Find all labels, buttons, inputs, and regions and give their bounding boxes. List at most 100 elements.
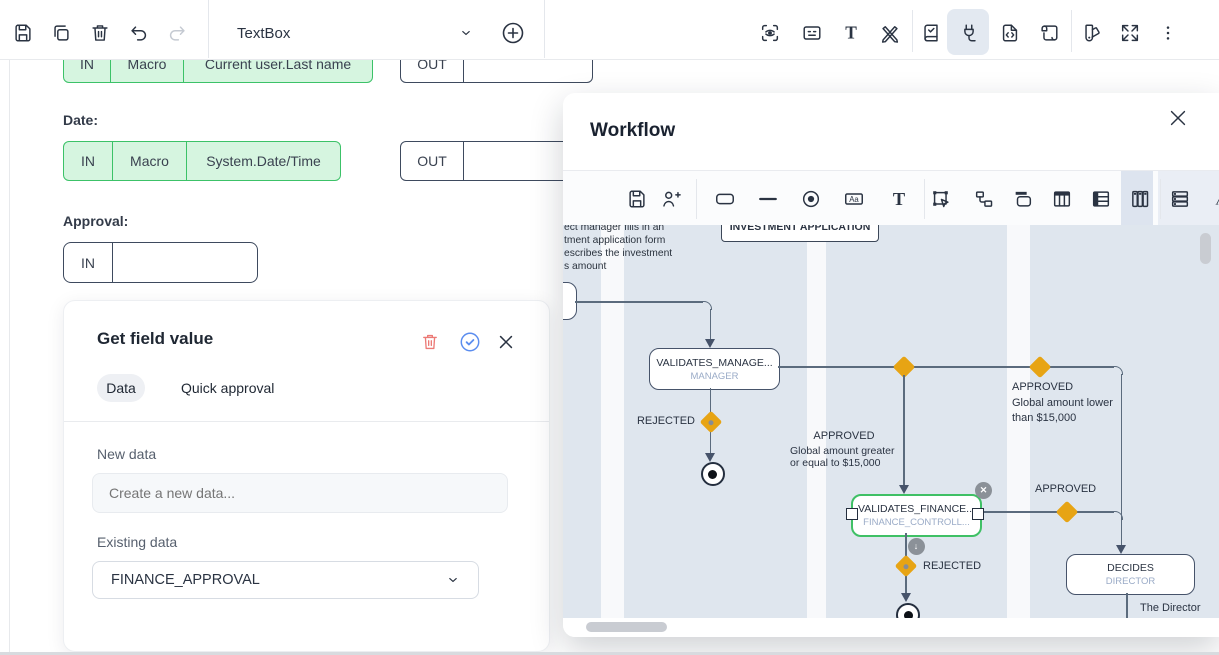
macro-cell: Macro <box>111 59 184 82</box>
value-cell: Current user.Last name <box>204 59 352 72</box>
add-user-icon[interactable] <box>660 188 682 210</box>
table-columns-tool-icon[interactable] <box>1051 188 1073 210</box>
table-rows-tool-icon[interactable] <box>1090 188 1112 210</box>
delete-icon[interactable] <box>89 22 111 44</box>
window-bottom-edge <box>0 652 1219 655</box>
edge <box>575 301 703 303</box>
out-cell: OUT <box>401 142 464 180</box>
form-card-icon[interactable] <box>801 22 823 44</box>
existing-data-select[interactable]: FINANCE_APPROVAL <box>92 561 479 599</box>
approval-label: Approval: <box>63 213 129 229</box>
end-event-tool-icon[interactable] <box>800 188 822 210</box>
chevron-down-icon[interactable] <box>458 25 474 41</box>
copy-icon[interactable] <box>50 22 72 44</box>
edge-label-rejected: REJECTED <box>923 560 982 572</box>
arrowhead <box>705 339 715 348</box>
design-pencils-icon[interactable] <box>879 22 901 44</box>
undo-icon[interactable] <box>128 22 150 44</box>
new-data-input[interactable] <box>92 473 508 513</box>
arrowhead <box>898 485 909 494</box>
tab-quick-approval[interactable]: Quick approval <box>181 380 275 396</box>
edge <box>1120 374 1122 545</box>
horizontal-scrollbar[interactable] <box>586 622 667 632</box>
text-tool-icon[interactable]: T <box>840 22 862 44</box>
connection-port[interactable] <box>972 508 984 520</box>
edge-corner <box>703 301 712 310</box>
toolbar-divider <box>696 179 697 219</box>
code-file-icon[interactable] <box>999 22 1021 44</box>
theme-swatch-icon[interactable] <box>1081 22 1103 44</box>
svg-text:T: T <box>845 23 857 43</box>
fullscreen-expand-icon[interactable] <box>1119 22 1141 44</box>
preview-focus-icon[interactable] <box>759 22 781 44</box>
element-selector-value[interactable]: TextBox <box>237 25 291 42</box>
edge-condition-line: Global amount lower <box>1012 397 1113 409</box>
toolbar-divider <box>924 179 925 219</box>
pool-container-tool-icon[interactable] <box>1012 188 1034 210</box>
existing-data-value: FINANCE_APPROVAL <box>111 572 260 588</box>
workflow-diagram[interactable]: ect manager fills in an tment applicatio… <box>563 225 1219 618</box>
edge-condition-line: than $15,000 <box>1012 412 1077 424</box>
save-icon[interactable] <box>12 22 34 44</box>
confirm-check-icon[interactable] <box>459 331 481 353</box>
edge <box>978 511 1114 513</box>
approval-in-field[interactable]: IN <box>63 242 258 283</box>
scroll-strip <box>563 618 1219 637</box>
save-icon[interactable] <box>626 188 648 210</box>
partial-tool-icon[interactable]: A <box>1209 188 1219 210</box>
remove-node-badge[interactable]: ✕ <box>975 482 992 499</box>
redo-icon[interactable] <box>166 22 188 44</box>
close-icon[interactable] <box>496 332 516 352</box>
toolbar-divider <box>1160 179 1161 219</box>
out-value-cell <box>464 59 592 82</box>
existing-data-label: Existing data <box>97 534 178 550</box>
toolbar-divider <box>544 0 545 58</box>
node-validates-manager[interactable]: VALIDATES_MANAGE... MANAGER <box>649 348 780 390</box>
script-scroll-icon[interactable] <box>1038 22 1060 44</box>
selected-tool-highlight <box>947 9 989 55</box>
top-toolbar: TextBox T <box>0 0 1219 60</box>
field-mapping-row[interactable]: IN Macro Current user.Last name <box>63 59 373 83</box>
card-title: Get field value <box>97 329 214 348</box>
value-cell: System.Date/Time <box>206 153 321 169</box>
edge-line-tool-icon[interactable] <box>757 188 779 210</box>
node-validates-finance[interactable]: VALIDATES_FINANCE... FINANCE_CONTROLL... <box>851 494 982 537</box>
node-investment-application[interactable]: INVESTMENT APPLICATION <box>721 225 879 242</box>
label-tool-icon[interactable]: Aa <box>843 188 865 210</box>
text-tool-icon[interactable]: T <box>888 187 910 211</box>
toolbar-divider <box>912 10 913 52</box>
trash-icon[interactable] <box>420 332 440 352</box>
more-options-kebab-icon[interactable] <box>1158 22 1178 44</box>
connectors-plug-icon[interactable] <box>958 22 980 44</box>
arrowhead <box>705 453 715 462</box>
vertical-lanes-tool-icon[interactable] <box>1129 188 1151 210</box>
edge-label-rejected: REJECTED <box>636 415 695 427</box>
out-field[interactable]: OUT <box>400 59 593 83</box>
edge <box>778 366 1114 368</box>
horizontal-lanes-tool-icon[interactable] <box>1169 188 1191 210</box>
add-below-badge[interactable]: ↓ <box>907 537 925 555</box>
tab-data[interactable]: Data <box>97 374 145 402</box>
in-cell: IN <box>64 59 111 82</box>
close-icon[interactable] <box>1166 106 1190 130</box>
hierarchy-tool-icon[interactable] <box>973 188 995 210</box>
connection-port[interactable] <box>846 508 858 520</box>
field-mapping-row[interactable]: IN Macro System.Date/Time <box>63 141 341 181</box>
edge-corner <box>1114 366 1123 375</box>
toolbar-divider <box>1071 10 1072 52</box>
out-field[interactable]: OUT <box>400 141 593 181</box>
macro-cell: Macro <box>113 142 187 180</box>
date-label: Date: <box>63 112 99 128</box>
arrowhead <box>1116 545 1126 554</box>
task-node-tool-icon[interactable] <box>714 188 736 210</box>
edge <box>709 309 711 340</box>
end-event-node[interactable] <box>896 603 920 618</box>
select-bezier-tool-icon[interactable] <box>930 188 952 210</box>
vertical-scrollbar[interactable] <box>1200 233 1211 264</box>
node-decides[interactable]: DECIDES DIRECTOR <box>1066 554 1195 595</box>
rules-book-icon[interactable] <box>920 22 942 44</box>
end-event-node[interactable] <box>700 462 725 486</box>
in-cell: IN <box>64 243 113 282</box>
add-element-button[interactable] <box>501 21 525 45</box>
workflow-panel-title: Workflow <box>590 120 676 141</box>
